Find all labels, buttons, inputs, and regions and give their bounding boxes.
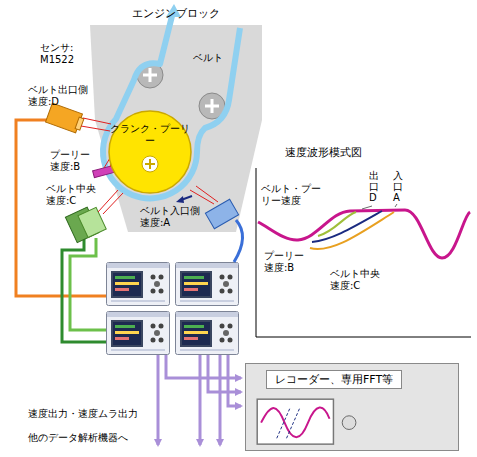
sensor-label: ベルト出口側 速度:D [28,84,92,108]
leader-line [395,204,397,207]
laser-beam [190,186,218,204]
belt [103,16,240,198]
entry-wave [310,212,394,249]
curve-label: プーリー 速度:B [264,250,308,274]
curve-label: 出口D [369,170,379,203]
x-axis [256,337,471,338]
sensor-label: プーリー 速度:B [50,149,94,173]
curve-label: ベルト・プーリー速度 [261,183,323,207]
belt-direction-arrow [176,196,192,203]
sensor-a [205,199,238,229]
engine-block: エンジンブロック クランク・プーリー [86,6,266,236]
output-cables [158,355,241,445]
waveform-chart [256,168,471,337]
exit-wave [318,212,356,236]
output-note: 速度出力・速度ムラ出力 他のデータ解析機器へ [28,402,146,450]
recorder-box: レコーダー、専用FFT等 [245,363,459,451]
sensor-d [46,103,86,134]
cable-b [70,238,106,330]
curve-label: 入口A [393,170,403,203]
laser-beam [98,190,123,214]
node-text: クランク・プーリー [108,123,192,147]
y-axis [256,168,257,337]
leader-line [362,206,372,209]
crank-pulley: クランク・プーリー [108,110,192,194]
laser-beam [81,118,111,131]
belt-label: ベルト [193,52,223,64]
cable-c [62,238,106,342]
node-text: レコーダー、専用FFT等 [266,370,402,389]
measurement-units [107,263,239,355]
sensor-label: ベルト入口側 速度:A [140,205,204,229]
sensor-model: センサ: M1522 [40,42,88,66]
sensor-label: ベルト中央 速度:C [46,183,100,207]
crank-pulley-shape [108,110,192,194]
curve-label: ベルト中央 速度:C [330,268,386,292]
chart-title: 速度波形模式図 [285,146,362,159]
cable-a [234,220,243,262]
node-text: エンジンブロック [86,7,266,20]
